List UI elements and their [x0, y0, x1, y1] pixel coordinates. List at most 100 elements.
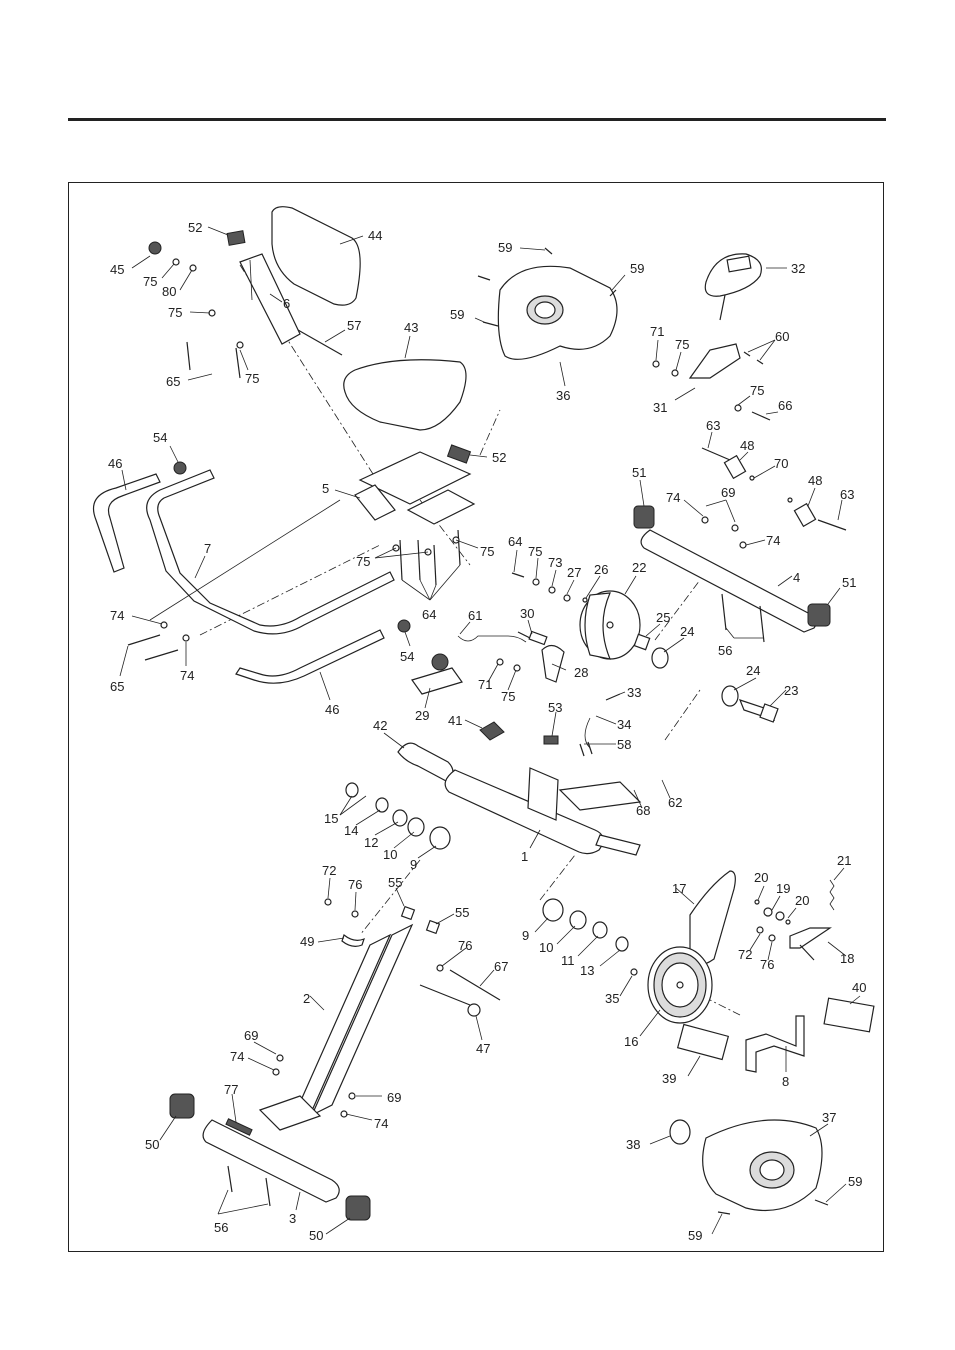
main-frame-1	[444, 769, 604, 855]
parts	[92, 206, 875, 1221]
callout: 67	[494, 959, 508, 974]
callout: 75	[501, 689, 515, 704]
callout: 53	[548, 700, 562, 715]
callout: 75	[245, 371, 259, 386]
spring-21	[829, 879, 835, 911]
tension-cable-61	[457, 635, 527, 643]
callout: 11	[561, 953, 575, 968]
callout: 48	[808, 473, 822, 488]
callout: 59	[688, 1228, 702, 1243]
callout: 26	[594, 562, 608, 577]
callout: 24	[746, 663, 760, 678]
callout: 80	[162, 284, 176, 299]
bushing-24-axle	[721, 685, 739, 707]
callout: 61	[468, 608, 482, 623]
callout-labels: 52 44 45 75 80 6 75 57 43 65 75 59 59 59…	[108, 220, 866, 1243]
callout: 5	[322, 481, 329, 496]
callout: 51	[842, 575, 856, 590]
callout: 59	[848, 1174, 862, 1189]
clip-49	[341, 933, 365, 947]
callout: 10	[383, 847, 397, 862]
seat-rail-2	[288, 933, 392, 1127]
callout: 19	[776, 881, 790, 896]
callout: 9	[522, 928, 529, 943]
callout: 59	[498, 240, 512, 255]
callout: 6	[283, 296, 290, 311]
callout: 40	[852, 980, 866, 995]
callout: 20	[795, 893, 809, 908]
bushing-24-flywheel	[651, 647, 669, 669]
seat-post-6	[239, 253, 301, 345]
callout: 73	[548, 555, 562, 570]
callout: 1	[521, 849, 528, 864]
callout: 33	[627, 685, 641, 700]
callout: 38	[626, 1137, 640, 1152]
header-rule	[68, 118, 886, 121]
callout: 76	[760, 957, 774, 972]
callout: 9	[410, 857, 417, 872]
callout: 58	[617, 737, 631, 752]
callout: 47	[476, 1041, 490, 1056]
console-bracket-31	[688, 343, 741, 379]
callout: 7	[204, 541, 211, 556]
cap-52-carriage	[446, 444, 472, 464]
callout: 45	[110, 262, 124, 277]
callout: 44	[368, 228, 382, 243]
callout: 20	[754, 870, 768, 885]
roller-48-top	[723, 454, 747, 480]
knob-41	[479, 721, 505, 741]
callout: 36	[556, 388, 570, 403]
callout: 16	[624, 1034, 638, 1049]
callout: 68	[636, 803, 650, 818]
pin-47	[467, 1003, 481, 1017]
callout: 75	[480, 544, 494, 559]
callout: 72	[738, 947, 752, 962]
diagram-frame	[68, 182, 884, 1252]
assembly-lines	[199, 264, 741, 1016]
callout: 74	[766, 533, 780, 548]
tension-bracket-28	[541, 644, 565, 683]
callout: 64	[422, 607, 436, 622]
callout: 55	[388, 875, 402, 890]
callout: 75	[528, 544, 542, 559]
callout: 43	[404, 320, 418, 335]
callout: 22	[632, 560, 646, 575]
seat-43	[343, 359, 467, 431]
callout: 76	[458, 938, 472, 953]
idler-bracket-18	[789, 927, 832, 949]
callout: 63	[840, 487, 854, 502]
crank-8	[745, 1015, 805, 1073]
roller-48-right	[793, 502, 817, 528]
nut-25	[633, 633, 651, 651]
handlebar-frame-7	[146, 469, 395, 635]
callout: 30	[520, 606, 534, 621]
callout: 12	[364, 835, 378, 850]
callout: 63	[706, 418, 720, 433]
cap-38	[669, 1119, 691, 1145]
callout: 62	[668, 795, 682, 810]
callout: 59	[630, 261, 644, 276]
callout: 70	[774, 456, 788, 471]
callout: 34	[617, 717, 631, 732]
pedal-39	[676, 1023, 730, 1061]
callout: 41	[448, 713, 462, 728]
callout: 74	[666, 490, 680, 505]
callout: 49	[300, 934, 314, 949]
seat-carriage-5	[358, 451, 472, 505]
callout: 66	[778, 398, 792, 413]
rear-stabilizer-3	[202, 1119, 340, 1203]
callout: 75	[143, 274, 157, 289]
end-cap-51-right	[807, 603, 831, 627]
bearing-cup-9-left	[429, 826, 451, 850]
callout: 55	[455, 905, 469, 920]
belt-17	[689, 870, 736, 966]
callout: 50	[309, 1228, 323, 1243]
callout: 51	[632, 465, 646, 480]
insert-53	[543, 735, 559, 745]
callout: 17	[672, 881, 686, 896]
tube-42	[397, 742, 454, 783]
callout: 69	[387, 1090, 401, 1105]
callout: 65	[110, 679, 124, 694]
end-cap-54-top	[173, 461, 187, 475]
